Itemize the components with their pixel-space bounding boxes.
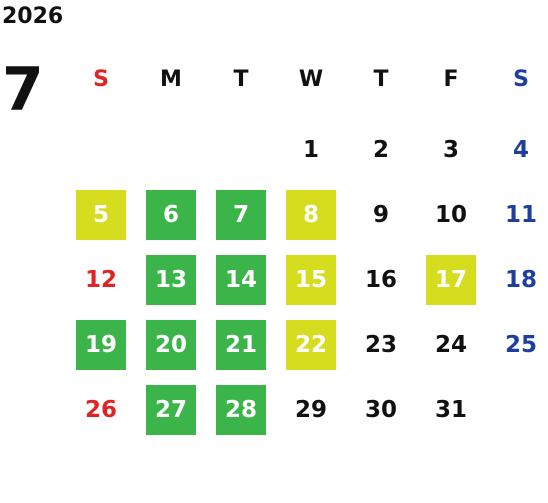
month-number: 7 — [2, 55, 44, 125]
day-cell-12: 12 — [84, 266, 117, 293]
weekday-header-wed: W — [298, 67, 324, 92]
day-cell-28: 28 — [216, 385, 266, 435]
weekday-header-sat: S — [513, 67, 529, 92]
day-cell-4: 4 — [512, 136, 529, 163]
day-cell-21: 21 — [216, 320, 266, 370]
day-cell-10: 10 — [434, 201, 467, 228]
day-cell-9: 9 — [372, 201, 389, 228]
day-cell-16: 16 — [364, 266, 397, 293]
day-cell-18: 18 — [504, 266, 537, 293]
day-cell-7: 7 — [216, 190, 266, 240]
day-cell-27: 27 — [146, 385, 196, 435]
day-cell-5: 5 — [76, 190, 126, 240]
day-cell-19: 19 — [76, 320, 126, 370]
day-cell-20: 20 — [146, 320, 196, 370]
day-cell-17: 17 — [426, 255, 476, 305]
day-cell-1: 1 — [302, 136, 319, 163]
year-label: 2026 — [2, 4, 64, 29]
day-cell-25: 25 — [504, 331, 537, 358]
day-cell-13: 13 — [146, 255, 196, 305]
weekday-header-thu: T — [373, 67, 389, 92]
day-cell-11: 11 — [504, 201, 537, 228]
day-cell-2: 2 — [372, 136, 389, 163]
day-cell-26: 26 — [84, 396, 117, 423]
day-cell-23: 23 — [364, 331, 397, 358]
weekday-header-fri: F — [443, 67, 459, 92]
day-cell-30: 30 — [364, 396, 397, 423]
day-cell-14: 14 — [216, 255, 266, 305]
day-cell-6: 6 — [146, 190, 196, 240]
day-cell-31: 31 — [434, 396, 467, 423]
weekday-header-mon: M — [160, 67, 182, 92]
day-cell-29: 29 — [294, 396, 327, 423]
day-cell-22: 22 — [286, 320, 336, 370]
day-cell-24: 24 — [434, 331, 467, 358]
day-cell-3: 3 — [442, 136, 459, 163]
day-cell-15: 15 — [286, 255, 336, 305]
weekday-header-sun: S — [93, 67, 109, 92]
weekday-header-tue: T — [233, 67, 249, 92]
day-cell-8: 8 — [286, 190, 336, 240]
